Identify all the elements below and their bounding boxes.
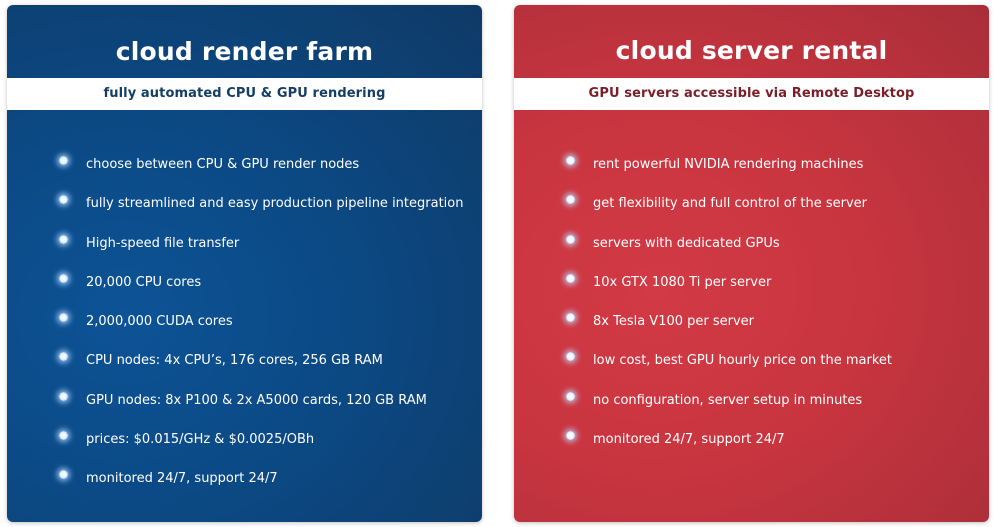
list-item-text: choose between CPU & GPU render nodes — [86, 157, 360, 172]
list-item: servers with dedicated GPUs — [514, 234, 989, 276]
list-item: GPU nodes: 8x P100 & 2x A5000 cards, 120… — [7, 391, 482, 433]
glowing-dot-icon — [59, 313, 68, 323]
glowing-dot-icon — [566, 313, 575, 323]
render-farm-title: cloud render farm — [115, 37, 374, 66]
render-farm-card[interactable]: cloud render farm fully automated CPU & … — [7, 5, 482, 522]
list-item-text: 8x Tesla V100 per server — [593, 314, 755, 330]
list-item: 20,000 CPU cores — [7, 273, 482, 315]
list-item-text: rent powerful NVIDIA rendering machines — [593, 157, 864, 172]
list-item: choose between CPU & GPU render nodes — [7, 156, 482, 197]
glowing-dot-icon — [566, 352, 575, 362]
glowing-dot-icon — [566, 391, 575, 401]
glowing-dot-icon — [59, 470, 68, 480]
server-rental-subtitle: GPU servers accessible via Remote Deskto… — [514, 78, 989, 110]
list-item-text: get flexibility and full control of the … — [593, 196, 867, 212]
list-item: CPU nodes: 4x CPU’s, 176 cores, 256 GB R… — [7, 352, 482, 393]
list-item-text: 10x GTX 1080 Ti per server — [593, 274, 772, 290]
glowing-dot-icon — [59, 195, 68, 205]
glowing-dot-icon — [59, 234, 68, 244]
list-item: no configuration, server setup in minute… — [514, 391, 989, 433]
render-farm-subtitle: fully automated CPU & GPU rendering — [7, 78, 482, 110]
list-item: monitored 24/7, support 24/7 — [514, 431, 989, 472]
list-item: low cost, best GPU hourly price on the m… — [514, 352, 989, 393]
list-item: rent powerful NVIDIA rendering machines — [514, 156, 989, 197]
server-rental-card[interactable]: cloud server rental GPU servers accessib… — [514, 5, 989, 522]
glowing-dot-icon — [59, 431, 68, 441]
list-item: High-speed file transfer — [7, 234, 482, 276]
list-item-text: 2,000,000 CUDA cores — [86, 314, 233, 330]
list-item-text: High-speed file transfer — [86, 235, 240, 251]
list-item: 2,000,000 CUDA cores — [7, 313, 482, 354]
list-item: monitored 24/7, support 24/7 — [7, 470, 482, 511]
list-item: get flexibility and full control of the … — [514, 195, 989, 236]
list-item-text: GPU nodes: 8x P100 & 2x A5000 cards, 120… — [86, 392, 427, 408]
server-rental-title: cloud server rental — [615, 36, 888, 65]
glowing-dot-icon — [59, 352, 68, 362]
list-item-text: prices: $0.015/GHz & $0.0025/OBh — [86, 432, 315, 448]
list-item: fully streamlined and easy production pi… — [7, 195, 482, 236]
list-item: prices: $0.015/GHz & $0.0025/OBh — [7, 431, 482, 472]
glowing-dot-icon — [59, 273, 68, 283]
glowing-dot-icon — [59, 156, 68, 165]
glowing-dot-icon — [566, 195, 575, 205]
glowing-dot-icon — [566, 273, 575, 283]
list-item-text: fully streamlined and easy production pi… — [86, 196, 464, 212]
list-item: 8x Tesla V100 per server — [514, 313, 989, 354]
glowing-dot-icon — [566, 431, 575, 441]
render-farm-feature-list: choose between CPU & GPU render nodes fu… — [7, 156, 482, 512]
glowing-dot-icon — [59, 391, 68, 401]
list-item-text: CPU nodes: 4x CPU’s, 176 cores, 256 GB R… — [86, 353, 383, 369]
server-rental-feature-list: rent powerful NVIDIA rendering machines … — [514, 156, 989, 472]
list-item: 10x GTX 1080 Ti per server — [514, 273, 989, 315]
list-item-text: monitored 24/7, support 24/7 — [86, 471, 278, 487]
list-item-text: 20,000 CPU cores — [86, 274, 202, 290]
glowing-dot-icon — [566, 234, 575, 244]
list-item-text: low cost, best GPU hourly price on the m… — [593, 353, 893, 369]
list-item-text: monitored 24/7, support 24/7 — [593, 432, 785, 448]
list-item-text: servers with dedicated GPUs — [593, 235, 780, 251]
glowing-dot-icon — [566, 156, 575, 165]
list-item-text: no configuration, server setup in minute… — [593, 392, 863, 408]
